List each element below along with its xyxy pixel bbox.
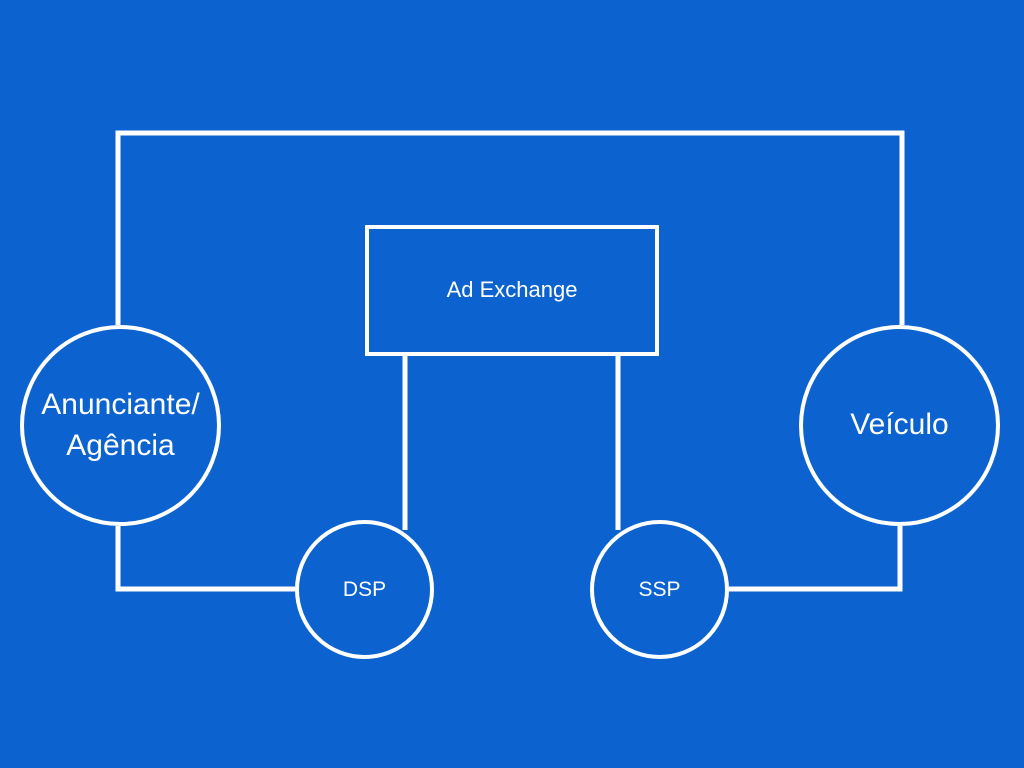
advertiser-to-dsp-connector <box>115 526 295 592</box>
ssp-node: SSP <box>590 520 729 659</box>
ad-exchange-label: Ad Exchange <box>446 277 578 303</box>
advertiser-agency-label: Anunciante/ Agência <box>41 388 200 462</box>
ssp-label: SSP <box>638 577 681 601</box>
dsp-label: DSP <box>342 577 387 601</box>
advertiser-to-publisher-top-connector <box>115 130 905 325</box>
dsp-node: DSP <box>295 520 434 659</box>
publisher-label: Veículo <box>850 408 949 442</box>
ad-exchange-node: Ad Exchange <box>365 225 659 356</box>
publisher-node: Veículo <box>799 325 1000 526</box>
advertiser-agency-node: Anunciante/ Agência <box>20 325 221 526</box>
publisher-to-ssp-connector <box>729 526 903 592</box>
